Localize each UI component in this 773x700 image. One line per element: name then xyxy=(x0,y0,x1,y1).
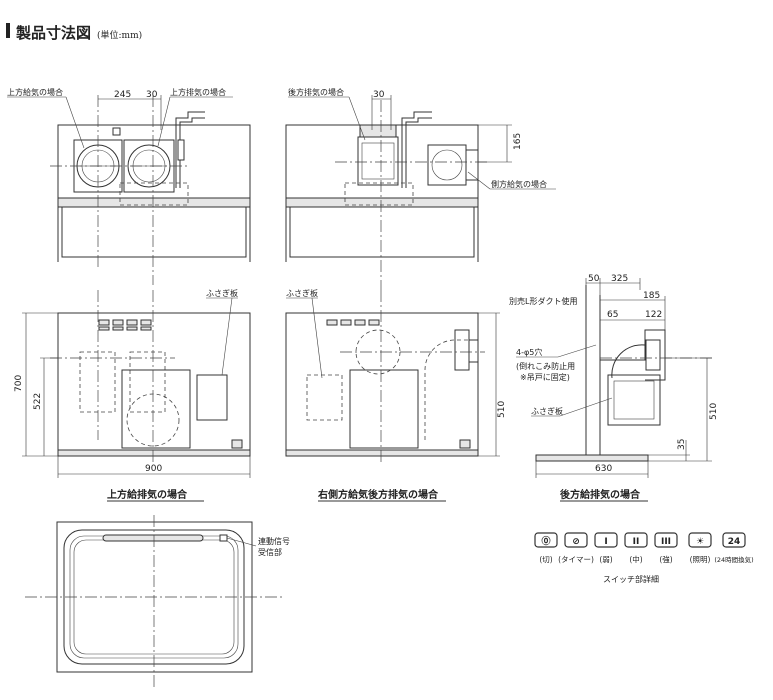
switch-timer-label: (タイマー) xyxy=(558,555,594,564)
label-l-duct: 別売L形ダクト使用 xyxy=(509,296,577,306)
dim-245: 245 xyxy=(114,90,131,100)
switch-24h-icon: 24 xyxy=(728,537,741,547)
label-prevent-1: (倒れこみ防止用 xyxy=(516,361,575,371)
dim-700: 700 xyxy=(14,375,24,392)
front-middle-view: 510 ふさぎ板 右側方給気後方排気の場合 xyxy=(285,288,507,502)
switch-low: I (弱) xyxy=(594,532,618,564)
top-left-front-bar xyxy=(57,197,251,208)
switch-light-button xyxy=(688,532,712,548)
label-upper-exhaust: 上方排気の場合 xyxy=(170,87,226,97)
switch-high: III (強) xyxy=(654,532,678,564)
switch-mid-label: (中) xyxy=(629,554,642,564)
light-strip xyxy=(102,534,204,542)
label-rear-exhaust: 後方排気の場合 xyxy=(288,87,344,97)
dim-185: 185 xyxy=(643,291,660,301)
signal-receiver xyxy=(219,534,228,542)
top-left-hood-front xyxy=(61,206,247,258)
switch-mid-icon: II xyxy=(633,537,640,547)
front-left-view: 700 522 900 ふさぎ板 上方給排気の場合 xyxy=(14,288,251,502)
dim-510-mid: 510 xyxy=(497,401,507,418)
switch-off-label: (切) xyxy=(539,555,552,564)
label-signal-2: 受信部 xyxy=(258,547,282,557)
dim-30-top-right: 30 xyxy=(373,90,385,100)
top-right-view: 30 165 後方排気の場合 側方給気の場合 xyxy=(285,87,556,290)
vent-slots-mid xyxy=(326,319,380,326)
cover-plate-left xyxy=(196,374,228,421)
caption-front-left: 上方給排気の場合 xyxy=(107,488,188,501)
switch-off-icon: ⓪ xyxy=(541,535,550,547)
dim-522: 522 xyxy=(33,393,43,410)
rear-exhaust-box xyxy=(357,136,399,186)
label-cover-left: ふさぎ板 xyxy=(206,288,238,298)
switch-timer-icon: ⊘ xyxy=(572,537,580,547)
front-left-fan-housing xyxy=(121,369,191,449)
switch-timer-button xyxy=(564,532,588,548)
switch-24h: 24 (24時間換気) xyxy=(714,532,754,564)
switch-low-button xyxy=(594,532,618,548)
label-signal-1: 連動信号 xyxy=(258,536,290,546)
label-prevent-2: ※吊戸に固定) xyxy=(520,372,570,382)
dim-35: 35 xyxy=(677,439,687,450)
side-view: 50 325 185 65 122 別売L形ダクト使用 4-φ5穴 (倒れこみ防… xyxy=(509,274,719,502)
switch-high-icon: III xyxy=(661,537,671,547)
dim-30-top-left: 30 xyxy=(146,90,158,100)
side-cover-plate xyxy=(607,374,661,426)
switch-low-icon: I xyxy=(604,537,607,547)
unit-note: (単位:mm) xyxy=(97,31,143,41)
top-left-view: 245 30 上方給気の場合 上方排気の場合 xyxy=(7,87,251,285)
title-bar-mark xyxy=(6,23,10,38)
switch-light-icon: ☀ xyxy=(696,537,704,547)
switch-high-button xyxy=(654,532,678,548)
front-mid-fan-housing xyxy=(349,369,419,449)
front-mid-body xyxy=(285,312,479,454)
switch-off: ⓪ (切) xyxy=(534,532,558,564)
dim-122: 122 xyxy=(645,310,662,320)
switch-off-button xyxy=(534,532,558,548)
dim-325: 325 xyxy=(611,274,628,284)
dim-630: 630 xyxy=(595,464,612,474)
caption-side: 後方給排気の場合 xyxy=(560,488,641,501)
page-title: 製品寸法図 (単位:mm) xyxy=(6,22,142,43)
switch-panel: スイッチ部詳細 ⓪(切)⊘(タイマー)I(弱)II(中)III(強)☀(照明)2… xyxy=(534,532,754,584)
power-cord xyxy=(175,111,205,188)
side-intake-box xyxy=(427,144,467,186)
front-left-body xyxy=(57,312,251,454)
switch-24h-button xyxy=(722,532,746,548)
switch-mid: II (中) xyxy=(624,532,648,564)
top-left-body xyxy=(57,124,251,199)
dim-65: 65 xyxy=(607,310,618,320)
vent-slots-left xyxy=(98,319,152,331)
dim-50: 50 xyxy=(588,274,600,284)
dim-510-side: 510 xyxy=(709,403,719,420)
switch-24h-label: (24時間換気) xyxy=(714,555,753,564)
switch-light: ☀ (照明) xyxy=(688,532,712,564)
dim-165: 165 xyxy=(513,133,523,150)
label-cover-side: ふさぎ板 xyxy=(531,406,563,416)
switch-high-label: (強) xyxy=(659,554,672,564)
switch-mid-button xyxy=(624,532,648,548)
side-duct-flange xyxy=(454,329,470,371)
label-cover-mid: ふさぎ板 xyxy=(286,288,318,298)
dim-900: 900 xyxy=(145,464,162,474)
label-side-intake: 側方給気の場合 xyxy=(491,179,547,189)
label-holes: 4-φ5穴 xyxy=(516,347,542,357)
caption-front-mid: 右側方給気後方排気の場合 xyxy=(317,488,439,501)
caption-switch: スイッチ部詳細 xyxy=(603,574,659,584)
title-text: 製品寸法図 xyxy=(16,24,92,42)
switch-timer: ⊘ (タイマー) xyxy=(558,532,594,564)
bottom-view: 連動信号 受信部 xyxy=(25,515,290,688)
switch-light-label: (照明) xyxy=(690,555,711,564)
label-upper-intake: 上方給気の場合 xyxy=(7,87,63,97)
switch-low-label: (弱) xyxy=(599,555,612,564)
